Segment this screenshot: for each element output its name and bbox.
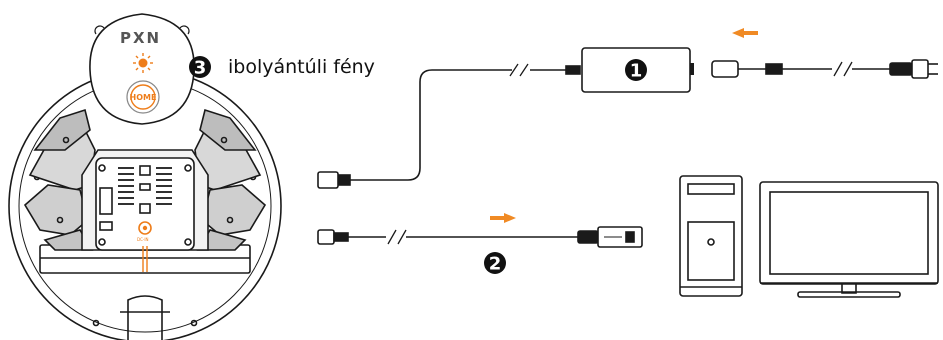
step-2-number: 2 xyxy=(489,254,502,275)
hub-magnifier: PXN HOME xyxy=(89,13,195,125)
home-button-label: HOME xyxy=(130,93,157,102)
home-button[interactable]: HOME xyxy=(126,80,160,114)
arrow-left-icon xyxy=(732,28,758,38)
step-3-number: 3 xyxy=(194,58,207,79)
arrow-right-icon xyxy=(490,213,516,223)
ac-power-cord xyxy=(711,59,938,79)
pc-tower xyxy=(679,175,743,297)
uv-light-icon xyxy=(133,53,153,73)
step-1-number: 1 xyxy=(630,61,643,82)
monitor xyxy=(759,181,939,298)
pxn-logo: PXN xyxy=(120,29,161,47)
dc-in-label: DC-IN xyxy=(137,237,149,242)
usb-cable xyxy=(317,226,643,248)
step-2-marker: 2 xyxy=(484,252,506,275)
steering-wheel xyxy=(8,69,282,340)
step-3-marker: 3 xyxy=(189,56,211,79)
uv-light-caption: ibolyántúli fény xyxy=(228,56,375,78)
power-adapter: 1 xyxy=(581,47,694,93)
dc-in-port: DC-IN xyxy=(137,221,152,272)
dc-power-cable xyxy=(317,63,581,189)
